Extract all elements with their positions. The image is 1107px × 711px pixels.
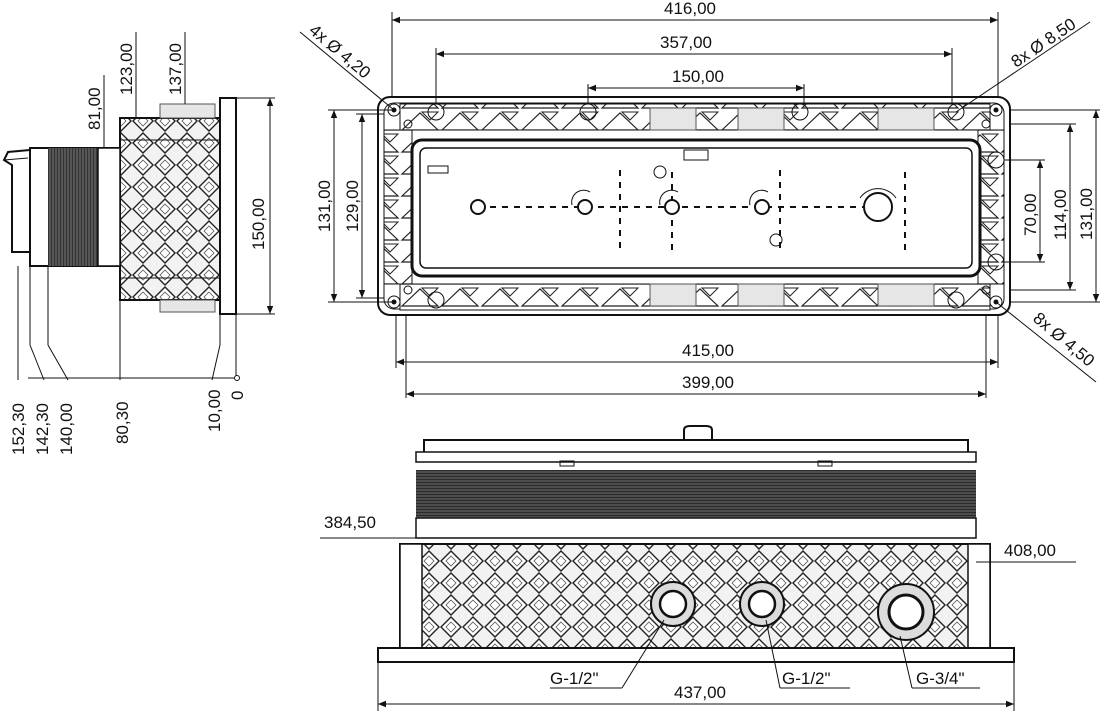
dim-side-142: 142,30	[33, 403, 52, 455]
dim-top-114: 114,00	[1051, 189, 1070, 240]
dim-holes-8x-85: 8x Ø 8,50	[1008, 14, 1080, 71]
dim-front-384: 384,50	[324, 513, 376, 532]
side-view: 123,00 137,00 81,00 150,00 152,30 142,30…	[2, 32, 275, 455]
dim-top-416: 416,00	[664, 0, 716, 18]
dim-side-10: 10,00	[205, 389, 224, 432]
dim-holes-4x: 4x Ø 4,20	[305, 21, 374, 83]
dim-side-81: 81,00	[85, 87, 104, 130]
dim-top-129: 129,00	[343, 180, 362, 232]
top-view: 416,00 357,00 150,00 415,00 399,00 131,0…	[299, 0, 1100, 398]
top-holes	[387, 103, 1005, 309]
dim-side-80: 80,30	[113, 401, 132, 444]
side-body	[119, 117, 221, 301]
dim-top-399: 399,00	[682, 373, 734, 392]
dim-top-70: 70,00	[1021, 193, 1040, 236]
dim-top-415: 415,00	[682, 341, 734, 360]
dim-front-437: 437,00	[674, 683, 726, 702]
dim-side-137: 137,00	[166, 43, 185, 95]
dim-top-131-right: 131,00	[1077, 188, 1096, 240]
dim-side-140: 140,00	[57, 403, 76, 455]
dim-holes-8x-45: 8x Ø 4,50	[1029, 309, 1098, 371]
dim-top-357: 357,00	[660, 33, 712, 52]
front-view: 384,50 408,00 437,00 G-1/2" G-1/2" G-3/4…	[320, 425, 1076, 711]
dim-top-131-left: 131,00	[315, 180, 334, 232]
dim-front-408: 408,00	[1004, 541, 1056, 560]
side-flange	[219, 97, 237, 315]
dim-side-123: 123,00	[117, 43, 136, 95]
side-ribbed-sleeve	[29, 147, 121, 267]
front-ports	[650, 581, 935, 641]
dim-side-150: 150,00	[249, 198, 268, 250]
label-port-2: G-1/2"	[782, 669, 831, 688]
label-port-3: G-3/4"	[916, 669, 965, 688]
dim-side-152: 152,30	[9, 403, 28, 455]
dim-side-0: 0	[228, 391, 247, 400]
label-port-1: G-1/2"	[550, 669, 599, 688]
dim-top-150: 150,00	[672, 67, 724, 86]
